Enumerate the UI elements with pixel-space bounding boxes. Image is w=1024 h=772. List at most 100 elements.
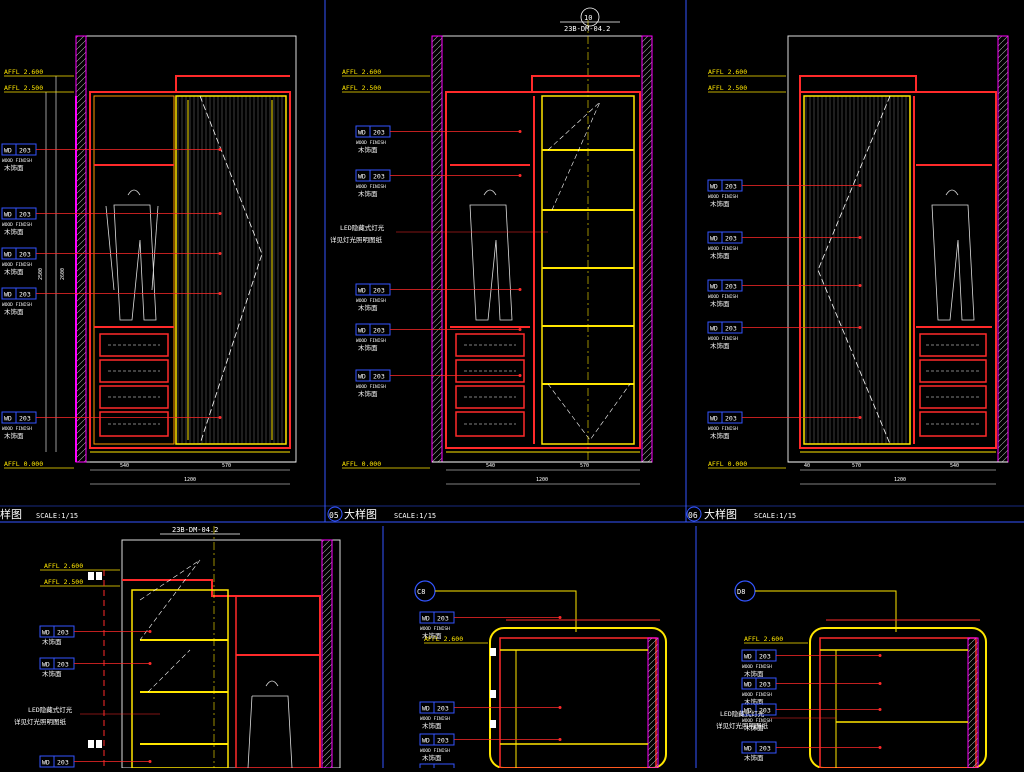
- caption-title: 大样图: [344, 507, 377, 521]
- material-name-en: WOOD FINISH: [742, 718, 772, 724]
- material-number: 203: [759, 707, 771, 715]
- material-number: 203: [759, 745, 771, 753]
- material-name-cn: 木饰面: [744, 723, 764, 732]
- material-code: WD: [4, 251, 12, 259]
- level-tag: AFFL 2.600: [44, 562, 83, 570]
- led-note: 详见灯光照明图纸: [716, 721, 769, 730]
- material-number: 203: [373, 129, 385, 137]
- elevation-top-right: 40 570 540 1200 AFFL 2.600 AFFL 2.500 AF…: [686, 35, 1009, 522]
- material-number: 203: [725, 183, 737, 191]
- dim-text: 570: [580, 463, 589, 469]
- material-name-en: WOOD FINISH: [708, 246, 738, 252]
- material-name-cn: 木饰面: [4, 227, 24, 236]
- section-number: 10: [584, 14, 592, 22]
- material-name-en: WOOD FINISH: [2, 158, 32, 164]
- material-name-en: WOOD FINISH: [742, 664, 772, 670]
- material-number: 203: [19, 251, 31, 259]
- level-tag: AFFL 2.600: [4, 68, 43, 76]
- elevation-top-middle: 540 570 1200 10 23B-DM-04.2 AFFL 2.600 A…: [327, 7, 653, 522]
- material-name-en: WOOD FINISH: [420, 716, 450, 722]
- material-name-cn: 木饰面: [358, 145, 378, 154]
- dim-text: 2600: [60, 268, 66, 280]
- material-code: WD: [710, 235, 718, 243]
- material-code: WD: [358, 327, 366, 335]
- material-number: 203: [437, 615, 449, 623]
- material-number: 203: [57, 629, 69, 637]
- material-name-en: WOOD FINISH: [2, 426, 32, 432]
- material-code: WD: [744, 707, 752, 715]
- material-name-cn: 木饰面: [358, 343, 378, 352]
- material-name-en: WOOD FINISH: [742, 692, 772, 698]
- caption-title: 大样图: [704, 507, 737, 521]
- dim-text: 570: [852, 463, 861, 469]
- material-name-en: WOOD FINISH: [708, 336, 738, 342]
- material-name-cn: 木饰面: [710, 199, 730, 208]
- material-name-en: WOOD FINISH: [2, 302, 32, 308]
- dim-text: 570: [222, 463, 231, 469]
- material-code: WD: [422, 615, 430, 623]
- material-code: WD: [744, 745, 752, 753]
- level-tag: AFFL 0.000: [708, 460, 747, 468]
- material-number: 203: [57, 759, 69, 767]
- led-note: LED隐藏式灯光: [340, 223, 385, 232]
- section-ref: 23B-DM-04.2: [172, 526, 218, 534]
- caption-title: 样图: [0, 507, 22, 521]
- material-name-cn: 木饰面: [710, 251, 730, 260]
- section-ref: 23B-DM-04.2: [564, 25, 610, 33]
- material-number: 203: [725, 283, 737, 291]
- material-name-cn: 木饰面: [710, 431, 730, 440]
- material-code: WD: [744, 681, 752, 689]
- material-code: WD: [710, 183, 718, 191]
- garment-sketch: [105, 189, 159, 321]
- material-name-cn: 木饰面: [358, 189, 378, 198]
- material-code: WD: [710, 283, 718, 291]
- detail-marker: C8: [417, 588, 425, 596]
- material-number: 203: [19, 415, 31, 423]
- level-tag: AFFL 2.600: [708, 68, 747, 76]
- level-tag: AFFL 2.600: [744, 635, 783, 643]
- material-number: 203: [725, 325, 737, 333]
- level-tag: AFFL 0.000: [4, 460, 43, 468]
- material-code: WD: [358, 129, 366, 137]
- material-name-cn: 木饰面: [710, 341, 730, 350]
- material-code: WD: [42, 661, 50, 669]
- led-note: 详见灯光照明图纸: [330, 235, 383, 244]
- level-tag: AFFL 2.500: [4, 84, 43, 92]
- material-code: WD: [42, 629, 50, 637]
- material-name-cn: 木饰面: [422, 631, 442, 640]
- level-tag: AFFL 0.000: [342, 460, 381, 468]
- caption-number: 06: [688, 511, 698, 520]
- material-name-en: WOOD FINISH: [708, 426, 738, 432]
- level-tag: AFFL 2.500: [44, 578, 83, 586]
- level-tag: AFFL 2.600: [342, 68, 381, 76]
- caption-scale: SCALE:1/15: [754, 512, 796, 520]
- material-number: 203: [725, 235, 737, 243]
- caption-scale: SCALE:1/15: [394, 512, 436, 520]
- dim-text: 540: [120, 463, 129, 469]
- material-code: WD: [358, 373, 366, 381]
- material-number: 203: [19, 291, 31, 299]
- material-name-en: WOOD FINISH: [2, 222, 32, 228]
- material-name-en: WOOD FINISH: [356, 384, 386, 390]
- material-number: 203: [19, 147, 31, 155]
- material-name-cn: 木饰面: [422, 753, 442, 762]
- material-name-en: WOOD FINISH: [420, 626, 450, 632]
